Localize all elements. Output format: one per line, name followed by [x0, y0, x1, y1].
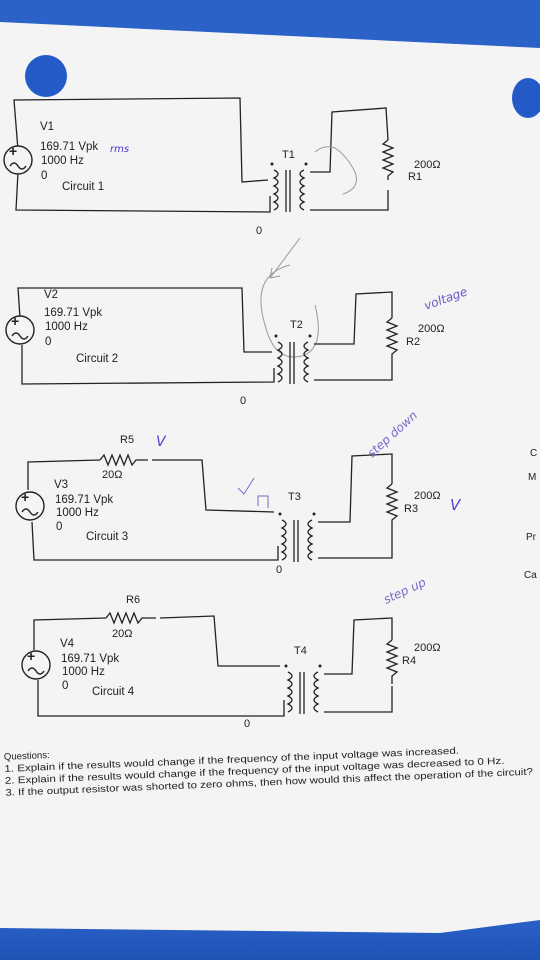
source-phase: 0	[41, 170, 47, 182]
series-resistor-label: R6	[126, 594, 140, 606]
circuit-1: + V1 169.71 Vpk rms 1000 Hz 0 Circuit 1 …	[3, 97, 441, 237]
source-label: V4	[60, 638, 75, 650]
source-vpk: 169.71 Vpk	[44, 307, 102, 319]
pen-scribble	[237, 477, 269, 508]
transformer-label: T3	[288, 491, 301, 503]
resistor-value: 200Ω	[414, 642, 441, 654]
punch-hole-right	[512, 78, 540, 118]
handwritten-rms: rms	[110, 144, 129, 155]
transformer-icon	[270, 162, 308, 212]
source-frequency: 1000 Hz	[56, 507, 99, 519]
resistor-value: 200Ω	[418, 323, 445, 335]
source-phase: 0	[56, 521, 62, 533]
source-vpk: 169.71 Vpk	[61, 653, 119, 665]
circuit-3: R5 20Ω + V3 169.71 Vpk 1000 Hz 0 Circuit…	[15, 434, 441, 576]
resistor-icon	[385, 639, 399, 684]
resistor-label: R1	[408, 171, 422, 183]
resistor-value: 200Ω	[414, 490, 441, 502]
series-resistor-value: 20Ω	[102, 469, 122, 481]
source-vpk: 169.71 Vpk	[55, 494, 113, 506]
svg-text:+: +	[11, 313, 19, 329]
circuit-4: R6 20Ω + V4 169.71 Vpk 1000 Hz 0 Circuit…	[21, 594, 441, 730]
edge-letter: M	[528, 472, 536, 483]
source-label: V2	[44, 289, 58, 301]
svg-text:+: +	[27, 648, 35, 664]
ground-label: 0	[240, 395, 246, 407]
circuit-name: Circuit 2	[76, 353, 118, 365]
resistor-icon	[385, 317, 399, 362]
resistor-label: R4	[402, 655, 416, 667]
transformer-label: T4	[294, 645, 307, 657]
handwritten-check: V	[156, 434, 167, 450]
ground-label: 0	[276, 564, 282, 576]
resistor-icon	[105, 611, 156, 625]
transformer-label: T1	[282, 149, 295, 161]
ground-label: 0	[256, 225, 262, 237]
resistor-icon	[385, 483, 399, 528]
source-phase: 0	[62, 680, 68, 692]
series-resistor-value: 20Ω	[112, 628, 132, 640]
resistor-icon	[381, 139, 395, 180]
source-vpk: 169.71 Vpk	[40, 141, 98, 153]
punch-hole-left	[25, 55, 67, 97]
ground-label: 0	[244, 718, 250, 730]
series-resistor-label: R5	[120, 434, 134, 446]
transformer-label: T2	[290, 319, 303, 331]
handwritten-voltage: voltage	[422, 284, 469, 312]
handwritten-step-up: step up	[381, 575, 428, 607]
source-label: V1	[40, 121, 54, 133]
pencil-circle	[260, 264, 319, 358]
handwritten-step-down: step down	[365, 408, 421, 460]
circuit-2: + V2 169.71 Vpk 1000 Hz 0 Circuit 2 T2 0…	[5, 287, 445, 407]
transformer-icon	[278, 512, 316, 562]
transformer-icon	[284, 664, 322, 714]
transformer-icon	[274, 334, 312, 384]
resistor-icon	[99, 453, 148, 467]
questions-section: Questions: 1. Explain if the results wou…	[4, 746, 533, 799]
source-phase: 0	[45, 336, 51, 348]
handwritten-check: V	[450, 496, 462, 514]
circuit-name: Circuit 4	[92, 686, 135, 698]
source-frequency: 1000 Hz	[62, 666, 105, 678]
source-label: V3	[54, 479, 68, 491]
svg-text:+: +	[21, 489, 29, 505]
circuit-name: Circuit 3	[86, 531, 128, 543]
edge-letter: C	[530, 448, 537, 459]
questions-heading: Questions:	[4, 750, 50, 763]
edge-letter: Ca	[524, 570, 537, 581]
source-frequency: 1000 Hz	[41, 155, 84, 167]
svg-text:+: +	[9, 143, 17, 159]
circuit-name: Circuit 1	[62, 181, 104, 193]
source-frequency: 1000 Hz	[45, 321, 88, 333]
resistor-label: R3	[404, 503, 418, 515]
resistor-value: 200Ω	[414, 159, 441, 171]
pencil-scribble	[314, 146, 357, 195]
resistor-label: R2	[406, 336, 420, 348]
edge-letter: Pr	[526, 532, 537, 543]
